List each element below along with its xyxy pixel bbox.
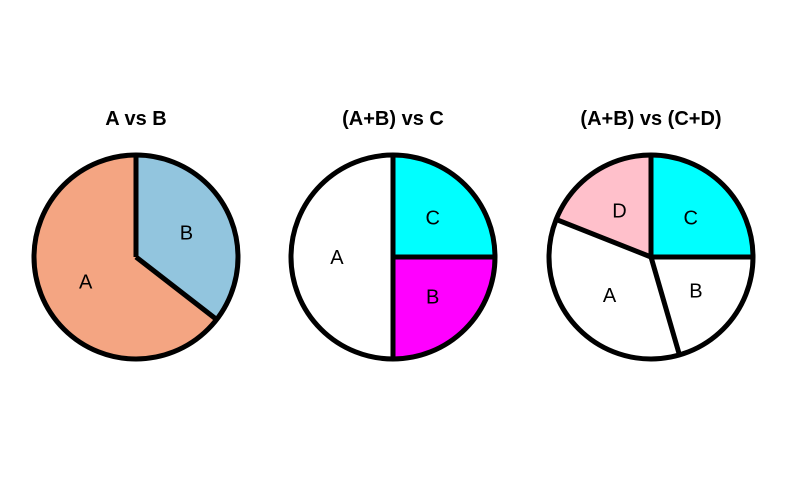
pie-slice-b [393,257,495,359]
pie-outline [288,152,498,362]
slice-label: D [612,201,626,223]
slice-label: A [330,247,344,269]
pie-slice-a [291,155,393,359]
slice-label: A [79,272,93,294]
pie-slice-b [651,257,753,355]
pie-chart-ab-vs-c: (A+B) vs C C B A [288,108,498,362]
chart-title: (A+B) vs C [342,108,444,130]
pie-outline [546,152,756,362]
pie-slices [548,155,753,359]
pie-slice-c [651,155,753,257]
pie-slice-d [556,155,651,257]
pie-slices [291,155,495,359]
pie-chart-a-vs-b: A vs B B A [31,108,241,362]
pie-slices [34,155,238,359]
pie-slice-a [548,219,680,359]
slice-label: C [683,207,697,229]
chart-title: (A+B) vs (C+D) [580,108,721,130]
pie-slice-a [34,155,217,359]
pie-outline [31,152,241,362]
slice-divider [134,255,219,322]
slice-label: A [603,285,617,307]
chart-title: A vs B [105,108,167,130]
slice-divider [648,256,682,356]
slice-label: B [689,281,702,303]
pie-slice-b [136,155,238,320]
pie-slice-c [393,155,495,257]
slice-label: B [426,287,439,309]
slice-label: B [180,222,193,244]
slice-label: C [425,207,439,229]
pie-chart-ab-vs-cd: (A+B) vs (C+D) C B A D [546,108,756,362]
slice-divider [555,217,652,260]
